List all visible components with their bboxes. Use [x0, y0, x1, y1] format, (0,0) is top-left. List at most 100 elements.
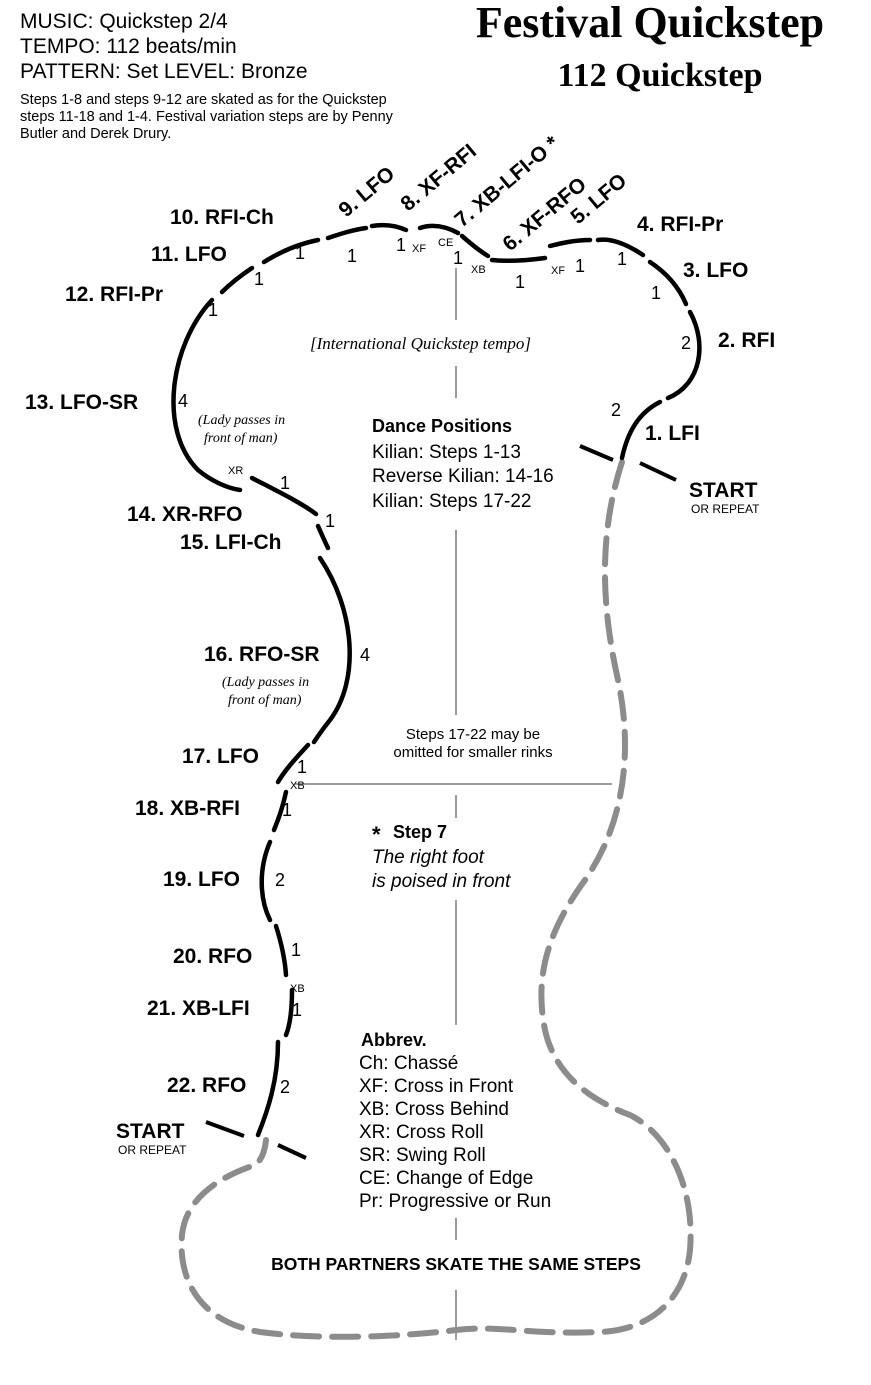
marker-xf-step-8: XF: [412, 243, 426, 255]
lobe-step-13: [171, 297, 243, 493]
marker-xr-step-14: XR: [228, 465, 243, 477]
tempo-note: [International Quickstep tempo]: [310, 334, 531, 353]
count-step-11: 1: [254, 269, 264, 289]
lobe-step-20: [273, 923, 289, 978]
omit-note-line-2: omitted for smaller rinks: [393, 744, 552, 761]
diagram-subtitle: 112 Quickstep: [557, 57, 763, 94]
abbrev-item: CE: Change of Edge: [359, 1168, 533, 1189]
marker-xf-step-6: XF: [551, 265, 565, 277]
start-line-top: [579, 444, 677, 482]
step-label-9: 9. LFO: [334, 162, 399, 222]
marker-xb-step-7: XB: [471, 264, 486, 276]
position-1: Kilian: Steps 1-13: [372, 442, 521, 463]
start-label-top: START: [689, 479, 758, 502]
count-step-21: 1: [292, 1000, 302, 1020]
abbrev-item: XF: Cross in Front: [359, 1076, 514, 1097]
count-step-13: 4: [178, 391, 188, 411]
count-step-2: 2: [681, 333, 691, 353]
music-line: MUSIC: Quickstep 2/4: [20, 10, 228, 33]
start-sub-top: OR REPEAT: [691, 502, 760, 516]
tempo-line: TEMPO: 112 beats/min: [20, 35, 237, 58]
diagram-title: Festival Quickstep: [475, 0, 825, 47]
step7-line-1: The right foot: [372, 847, 485, 868]
step-label-15: 15. LFI-Ch: [180, 531, 282, 554]
marker-xb-step-18: XB: [290, 780, 305, 792]
partner-path: [178, 459, 694, 1340]
pattern-line: PATTERN: Set LEVEL: Bronze: [20, 60, 308, 83]
step-label-22: 22. RFO: [167, 1074, 246, 1097]
lobe-step-2: [665, 309, 702, 401]
lobe-step-7: [459, 233, 491, 259]
count-step-16: 4: [360, 645, 370, 665]
lady-note-1a: (Lady passes in: [198, 413, 285, 428]
count-step-17: 1: [297, 757, 307, 777]
step-label-11: 11. LFO: [151, 243, 227, 266]
step-label-4: 4. RFI-Pr: [637, 213, 723, 236]
lobe-step-5: [547, 237, 593, 249]
count-step-18: 1: [282, 800, 292, 820]
footer-note: BOTH PARTNERS SKATE THE SAME STEPS: [271, 1254, 641, 1274]
step-label-12: 12. RFI-Pr: [65, 283, 163, 306]
lobe-step-17: [275, 742, 311, 785]
count-step-3: 1: [651, 283, 661, 303]
start-line-bottom: [205, 1120, 307, 1160]
position-2: Reverse Kilian: 14-16: [372, 466, 554, 487]
count-step-5: 1: [575, 256, 585, 276]
abbrev-item: Pr: Progressive or Run: [359, 1191, 551, 1212]
step-label-13: 13. LFO-SR: [25, 391, 138, 414]
start-sub-bottom: OR REPEAT: [118, 1143, 187, 1157]
marker-xb-step-21: XB: [290, 983, 305, 995]
count-step-12: 1: [208, 300, 218, 320]
positions-title: Dance Positions: [372, 416, 512, 436]
lady-note-2a: (Lady passes in: [222, 675, 309, 690]
step-label-17: 17. LFO: [182, 745, 259, 768]
abbrev-title: Abbrev.: [361, 1030, 427, 1050]
abbrev-item: Ch: Chassé: [359, 1053, 458, 1074]
step-label-18: 18. XB-RFI: [135, 797, 240, 820]
abbrev-item: SR: Swing Roll: [359, 1145, 486, 1166]
lobe-step-10: [325, 225, 369, 241]
lobe-step-16: [311, 555, 352, 745]
lobe-step-19: [259, 839, 273, 923]
lobe-step-1: [619, 399, 663, 461]
lobe-step-18: [271, 789, 289, 833]
lady-note-2b: front of man): [228, 693, 302, 708]
count-step-6: 1: [515, 272, 525, 292]
count-step-14: 1: [280, 473, 290, 493]
start-label-bottom: START: [116, 1120, 185, 1143]
abbrev-item: XR: Cross Roll: [359, 1122, 484, 1143]
count-step-8: 1: [396, 235, 406, 255]
lobe-step-9: [369, 222, 409, 233]
lobe-step-15: [315, 523, 331, 551]
lobe-step-12: [219, 265, 255, 295]
step-label-10: 10. RFI-Ch: [170, 206, 274, 229]
step7-star: *: [372, 822, 381, 847]
step-label-16: 16. RFO-SR: [204, 643, 320, 666]
count-step-9: 1: [347, 246, 357, 266]
step-label-20: 20. RFO: [173, 945, 252, 968]
count-step-15: 1: [325, 511, 335, 531]
abbrev-item: XB: Cross Behind: [359, 1099, 509, 1120]
count-step-19: 2: [275, 870, 285, 890]
step7-line-2: is poised in front: [372, 871, 511, 892]
count-step-22: 2: [280, 1077, 290, 1097]
lobe-step-8: [417, 223, 461, 236]
omit-note-line-1: Steps 17-22 may be: [406, 726, 540, 743]
step-label-1: 1. LFI: [645, 422, 700, 445]
step-label-2: 2. RFI: [718, 329, 775, 352]
lobe-path: [171, 222, 702, 1138]
lobe-step-14: [249, 475, 319, 517]
lobe-step-11: [261, 237, 321, 265]
count-step-10: 1: [295, 243, 305, 263]
step-label-3: 3. LFO: [683, 259, 748, 282]
step7-title: Step 7: [393, 822, 447, 842]
lobe-step-22: [255, 1039, 281, 1138]
count-step-20: 1: [291, 940, 301, 960]
description: Steps 1-8 and steps 9-12 are skated as f…: [20, 92, 393, 142]
count-step-1: 2: [611, 400, 621, 420]
lady-note-1b: front of man): [204, 431, 278, 446]
lobe-step-3: [647, 259, 689, 307]
step-label-21: 21. XB-LFI: [147, 997, 250, 1020]
